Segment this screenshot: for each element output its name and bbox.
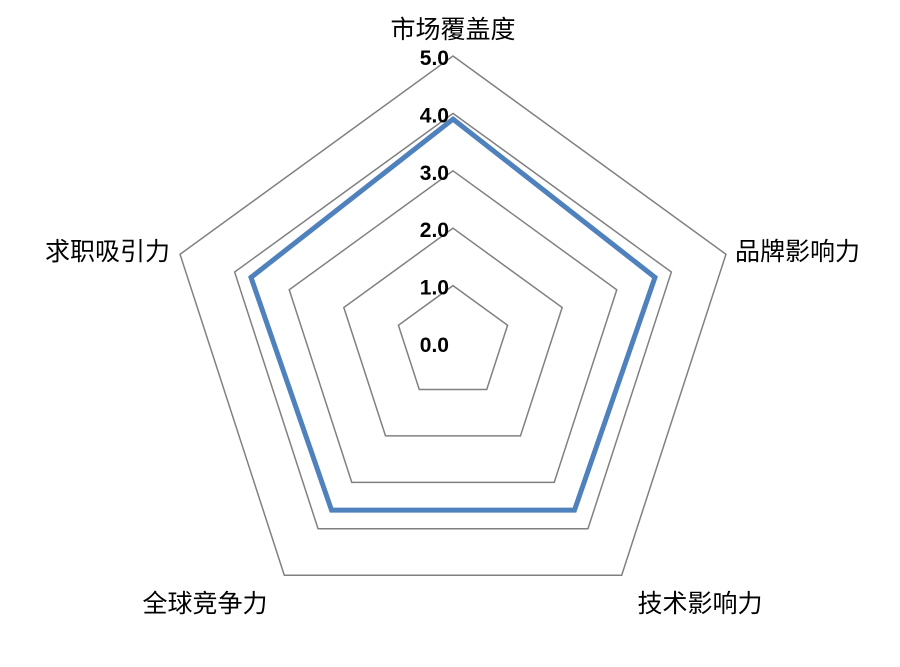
- tick-label: 4.0: [420, 104, 449, 127]
- tick-label: 2.0: [420, 219, 449, 242]
- tick-label: 5.0: [420, 47, 449, 70]
- tick-label: 3.0: [420, 162, 449, 185]
- category-label: 全球竞争力: [142, 589, 267, 618]
- category-label: 品牌影响力: [735, 237, 860, 266]
- tick-label: 1.0: [420, 277, 449, 300]
- grid-ring-3: [288, 169, 618, 484]
- category-label: 技术影响力: [637, 589, 762, 618]
- tick-label: 0.0: [420, 334, 449, 357]
- series-line: [248, 115, 658, 513]
- grid-ring-5: [179, 55, 727, 576]
- grid-ring-1: [397, 284, 509, 391]
- grid-ring-4: [233, 112, 673, 530]
- category-label: 求职吸引力: [45, 237, 170, 266]
- grid-ring-2: [342, 227, 564, 437]
- category-label: 市场覆盖度: [390, 15, 515, 44]
